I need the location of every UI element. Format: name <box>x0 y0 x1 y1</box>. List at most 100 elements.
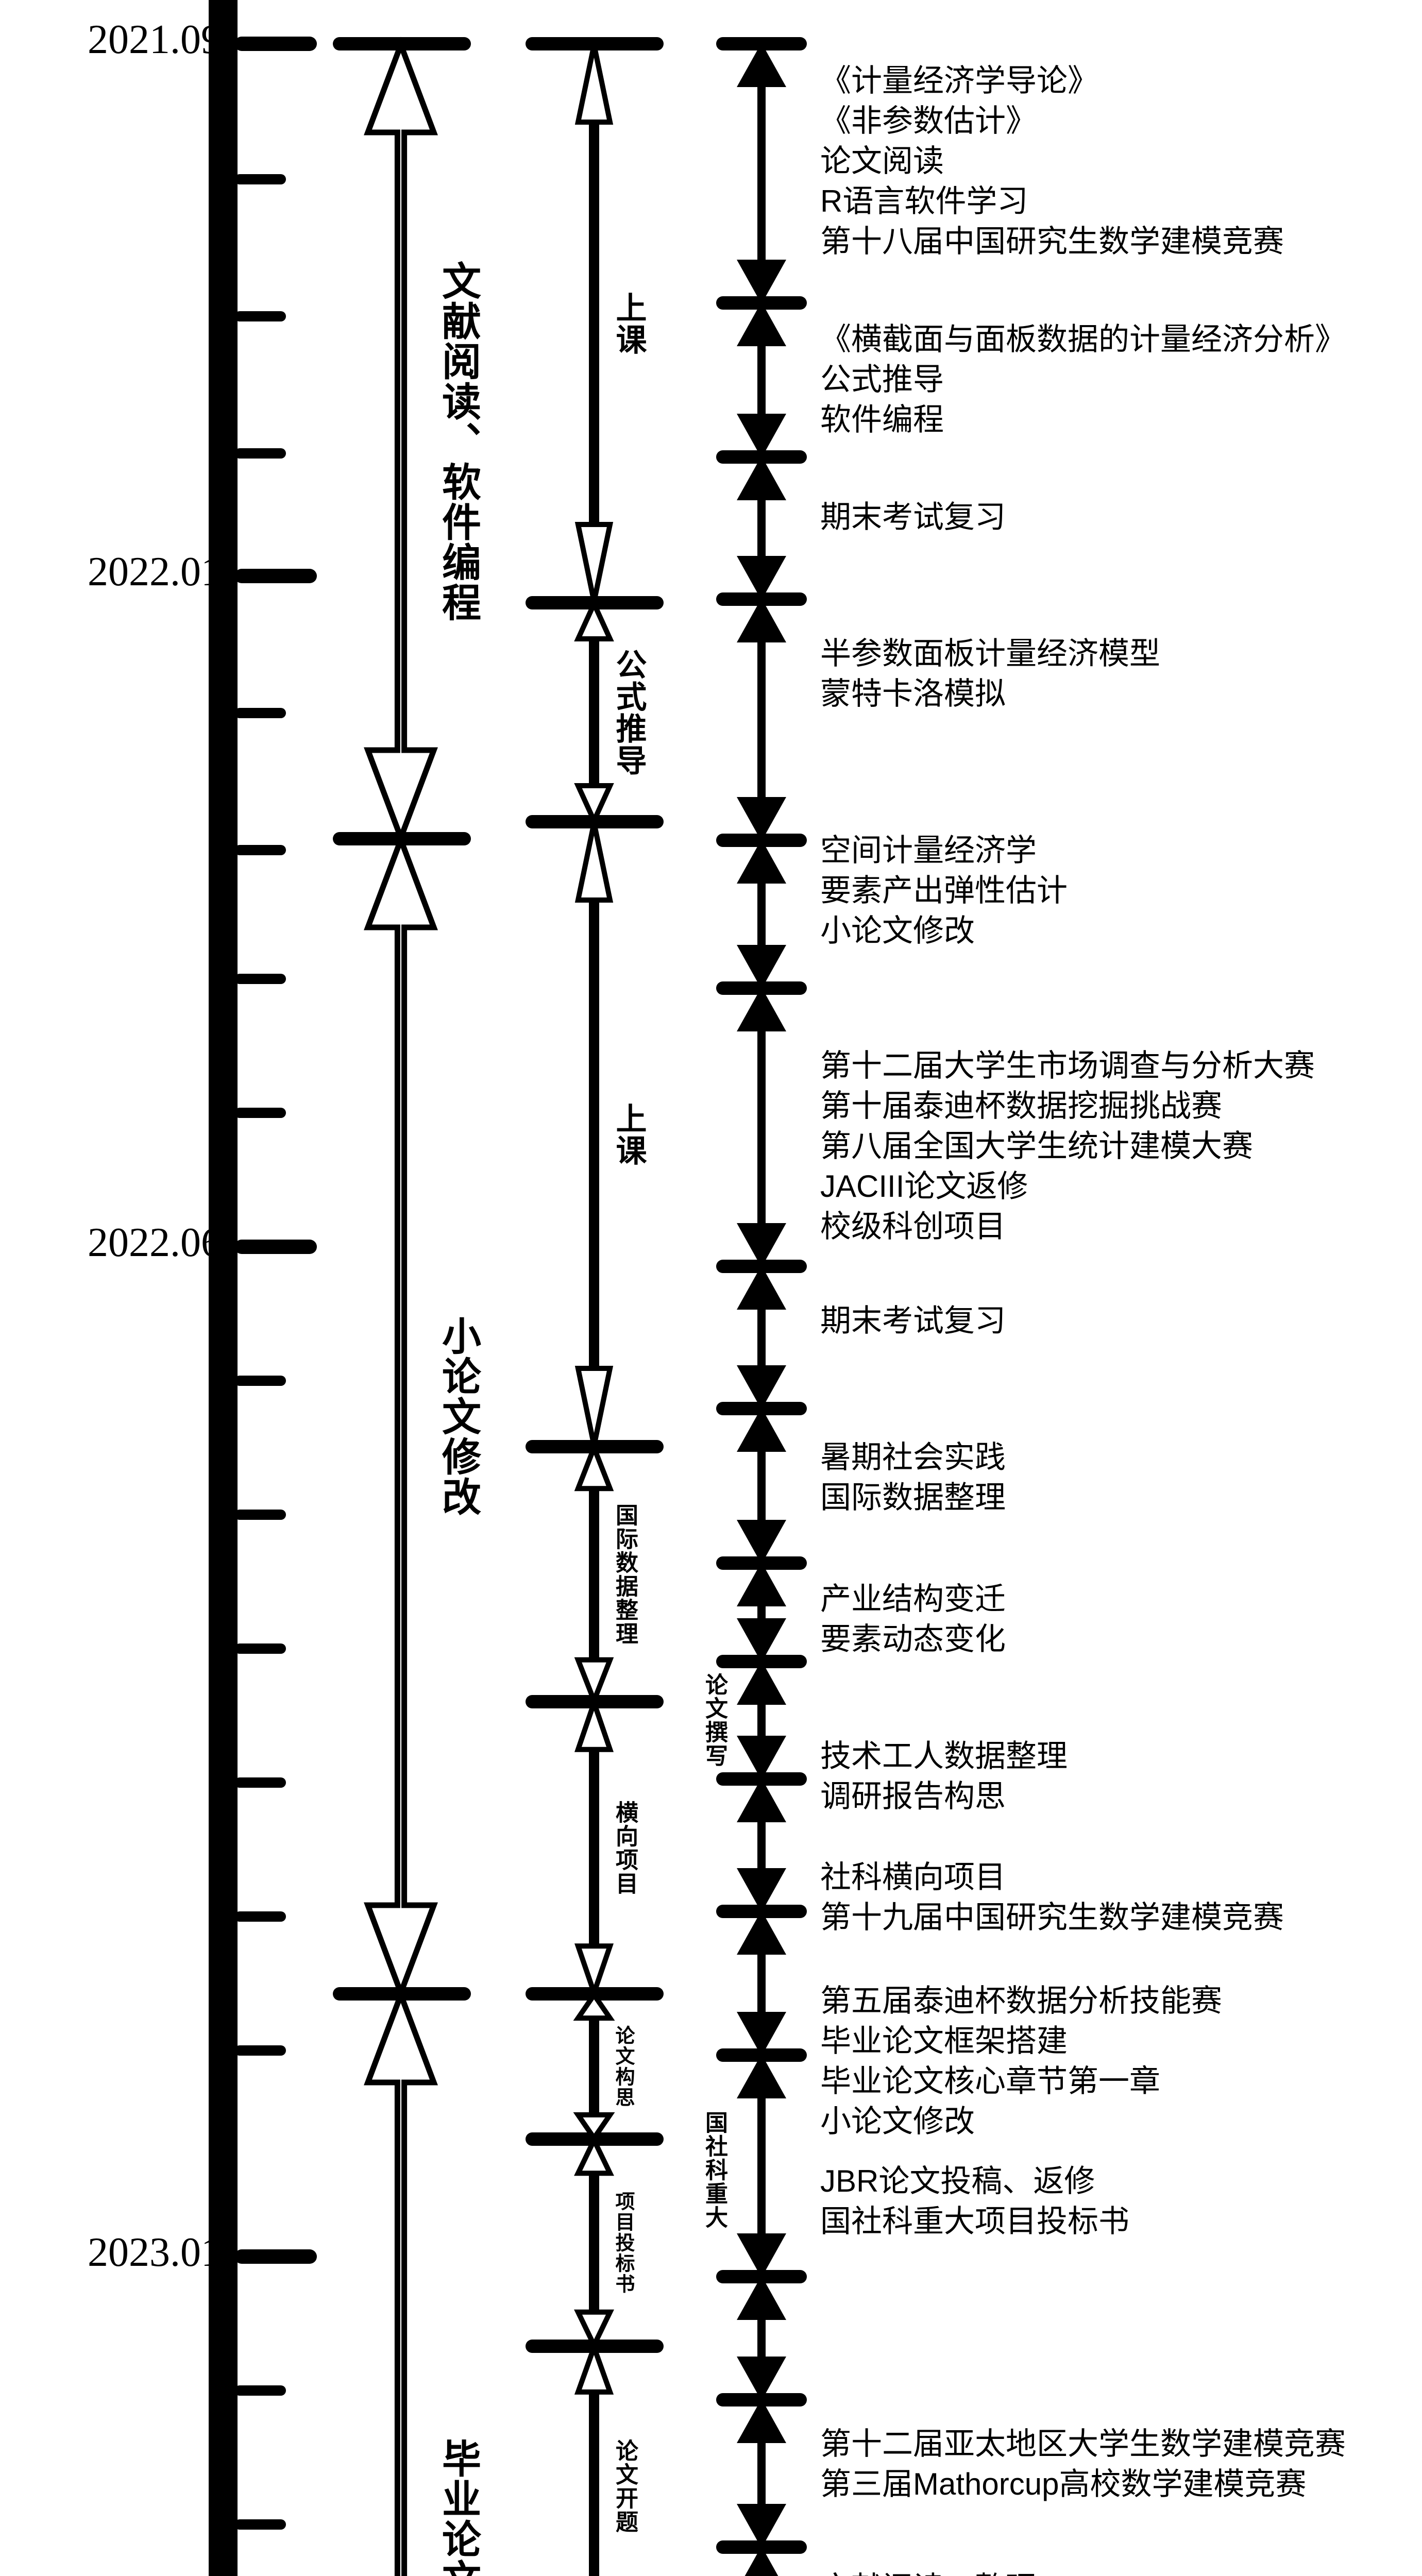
task-text-line: 技术工人数据整理 <box>820 1739 1068 1773</box>
axis-tick-minor <box>234 311 286 321</box>
detail-duration-arrow <box>737 2054 786 2278</box>
task-text-line: 文献阅读、整理 <box>820 2568 1418 2576</box>
task-text-line: 第五届泰迪杯数据分析技能赛 <box>820 1984 1222 2018</box>
detail-duration-arrow <box>737 2546 786 2576</box>
axis-year-label: 2021.09 <box>88 17 222 62</box>
task-text-line: 空间计量经济学 <box>820 833 1037 868</box>
axis-tick-minor <box>234 1376 286 1386</box>
detail-duration-arrow <box>737 598 786 841</box>
task-text-block: 文献阅读、整理开题报告撰写 <box>820 2568 1418 2576</box>
task-text-line: 软件编程 <box>820 402 944 437</box>
task-duration-arrow <box>574 1440 614 1708</box>
task-text-line: R语言软件学习 <box>820 184 1028 218</box>
axis-year-label: 2022.01 <box>88 549 222 595</box>
task-text-line: 期末考试复习 <box>820 500 1006 534</box>
task-text-block: 第十二届亚太地区大学生数学建模竞赛第三届Mathorcup高校数学建模竞赛 <box>820 2424 1418 2504</box>
axis-tick-major <box>234 1240 317 1254</box>
detail-duration-arrow <box>737 2399 786 2548</box>
task-text-line: 第十八届中国研究生数学建模竞赛 <box>820 224 1284 259</box>
axis-tick-minor <box>234 2045 286 2056</box>
axis-tick-minor <box>234 1108 286 1118</box>
axis-tick-major <box>234 569 317 583</box>
task-label: 公式推导 <box>612 648 646 776</box>
detail-duration-arrow <box>737 1910 786 2056</box>
lane-task: 上课公式推导上课国际数据整理横向项目论文构思项目投标书论文开题论文撰写论文修改预… <box>520 0 727 2576</box>
detail-duration-arrow <box>737 1562 786 1663</box>
task-text-block: JBR论文投稿、返修国社科重大项目投标书 <box>820 2161 1418 2242</box>
detail-duration-arrow <box>737 1265 786 1410</box>
task-duration-arrow <box>574 2340 614 2576</box>
task-label: 上课 <box>612 291 646 355</box>
lane-detail <box>716 0 819 2576</box>
detail-duration-arrow <box>737 839 786 989</box>
task-label: 项目投标书 <box>612 2191 634 2294</box>
detail-duration-arrow <box>737 2276 786 2401</box>
task-duration-arrow <box>573 1990 615 2143</box>
task-text-line: 半参数面板计量经济模型 <box>820 636 1160 671</box>
task-text-line: 国社科重大项目投标书 <box>820 2204 1129 2239</box>
axis-tick-minor <box>234 1510 286 1520</box>
task-text-line: 毕业论文核心章节第一章 <box>820 2064 1160 2098</box>
axis-tick-minor <box>234 845 286 855</box>
axis-tick-minor <box>234 448 286 459</box>
phase-duration-arrow <box>364 1987 438 2576</box>
task-text-line: 第十届泰迪杯数据挖掘挑战赛 <box>820 1089 1222 1123</box>
task-label: 国际数据整理 <box>612 1503 637 1646</box>
task-text-block: 技术工人数据整理调研报告构思 <box>820 1736 1418 1817</box>
task-text-line: 第十二届亚太地区大学生数学建模竞赛 <box>820 2427 1346 2461</box>
task-text-block: 《横截面与面板数据的计量经济分析》公式推导软件编程 <box>820 319 1418 440</box>
phase-label: 文献阅读、软件编程 <box>436 260 480 622</box>
task-text-line: 小论文修改 <box>820 2104 975 2139</box>
task-text-line: 小论文修改 <box>820 913 975 948</box>
task-text-block: 半参数面板计量经济模型蒙特卡洛模拟 <box>820 634 1418 714</box>
task-label: 论文构思 <box>612 2025 634 2108</box>
task-duration-arrow <box>574 822 614 1447</box>
task-text-block: 期末考试复习 <box>820 497 1418 537</box>
task-text-line: 第十九届中国研究生数学建模竞赛 <box>820 1900 1284 1935</box>
task-text-line: 调研报告构思 <box>820 1779 1006 1814</box>
task-text-line: 第八届全国大学生统计建模大赛 <box>820 1129 1253 1163</box>
axis-tick-minor <box>234 708 286 718</box>
task-text-line: 《非参数估计》 <box>820 104 1037 138</box>
task-duration-arrow <box>574 597 614 827</box>
detail-duration-arrow <box>737 1660 786 1780</box>
detail-duration-arrow <box>737 987 786 1267</box>
task-text-block: 产业结构变迁要素动态变化 <box>820 1579 1418 1659</box>
task-text-block: 期末考试复习 <box>820 1301 1418 1341</box>
task-text-line: 蒙特卡洛模拟 <box>820 676 1006 711</box>
task-label: 横向项目 <box>612 1800 637 1895</box>
task-group-label: 国社科重大 <box>702 2111 727 2229</box>
task-duration-arrow <box>574 44 614 603</box>
axis-tick-minor <box>234 1777 286 1788</box>
axis-tick-minor <box>234 1643 286 1654</box>
task-text-line: 公式推导 <box>820 362 944 397</box>
axis-spine <box>209 0 238 2576</box>
task-text-block: 空间计量经济学要素产出弹性估计小论文修改 <box>820 831 1418 951</box>
axis-tick-minor <box>234 1911 286 1922</box>
axis-tick-major <box>234 2249 317 2264</box>
task-text-line: 《横截面与面板数据的计量经济分析》 <box>820 322 1346 357</box>
detail-duration-arrow <box>737 1408 786 1564</box>
task-text-line: 产业结构变迁 <box>820 1582 1006 1616</box>
task-duration-arrow <box>574 1694 614 2001</box>
task-text-line: 期末考试复习 <box>820 1303 1006 1338</box>
task-text-block: 第五届泰迪杯数据分析技能赛毕业论文框架搭建毕业论文核心章节第一章小论文修改 <box>820 1981 1418 2142</box>
phase-duration-arrow <box>364 37 438 846</box>
task-text-line: 要素动态变化 <box>820 1622 1006 1656</box>
detail-duration-arrow <box>737 1778 786 1912</box>
task-label: 论文开题 <box>612 2438 637 2534</box>
task-text-block: 暑期社会实践国际数据整理 <box>820 1437 1418 1518</box>
task-text-line: 国际数据整理 <box>820 1480 1006 1515</box>
axis-year-label: 2022.06 <box>88 1220 222 1265</box>
axis-tick-minor <box>234 2385 286 2396</box>
task-text-block: 社科横向项目第十九届中国研究生数学建模竞赛 <box>820 1857 1418 1938</box>
phase-label: 小论文修改 <box>436 1316 480 1517</box>
detail-duration-arrow <box>737 302 786 458</box>
task-text-line: 暑期社会实践 <box>820 1440 1006 1475</box>
task-text-line: 第十二届大学生市场调查与分析大赛 <box>820 1048 1315 1083</box>
task-text-line: JACIII论文返修 <box>820 1169 1028 1204</box>
detail-duration-arrow <box>737 43 786 304</box>
